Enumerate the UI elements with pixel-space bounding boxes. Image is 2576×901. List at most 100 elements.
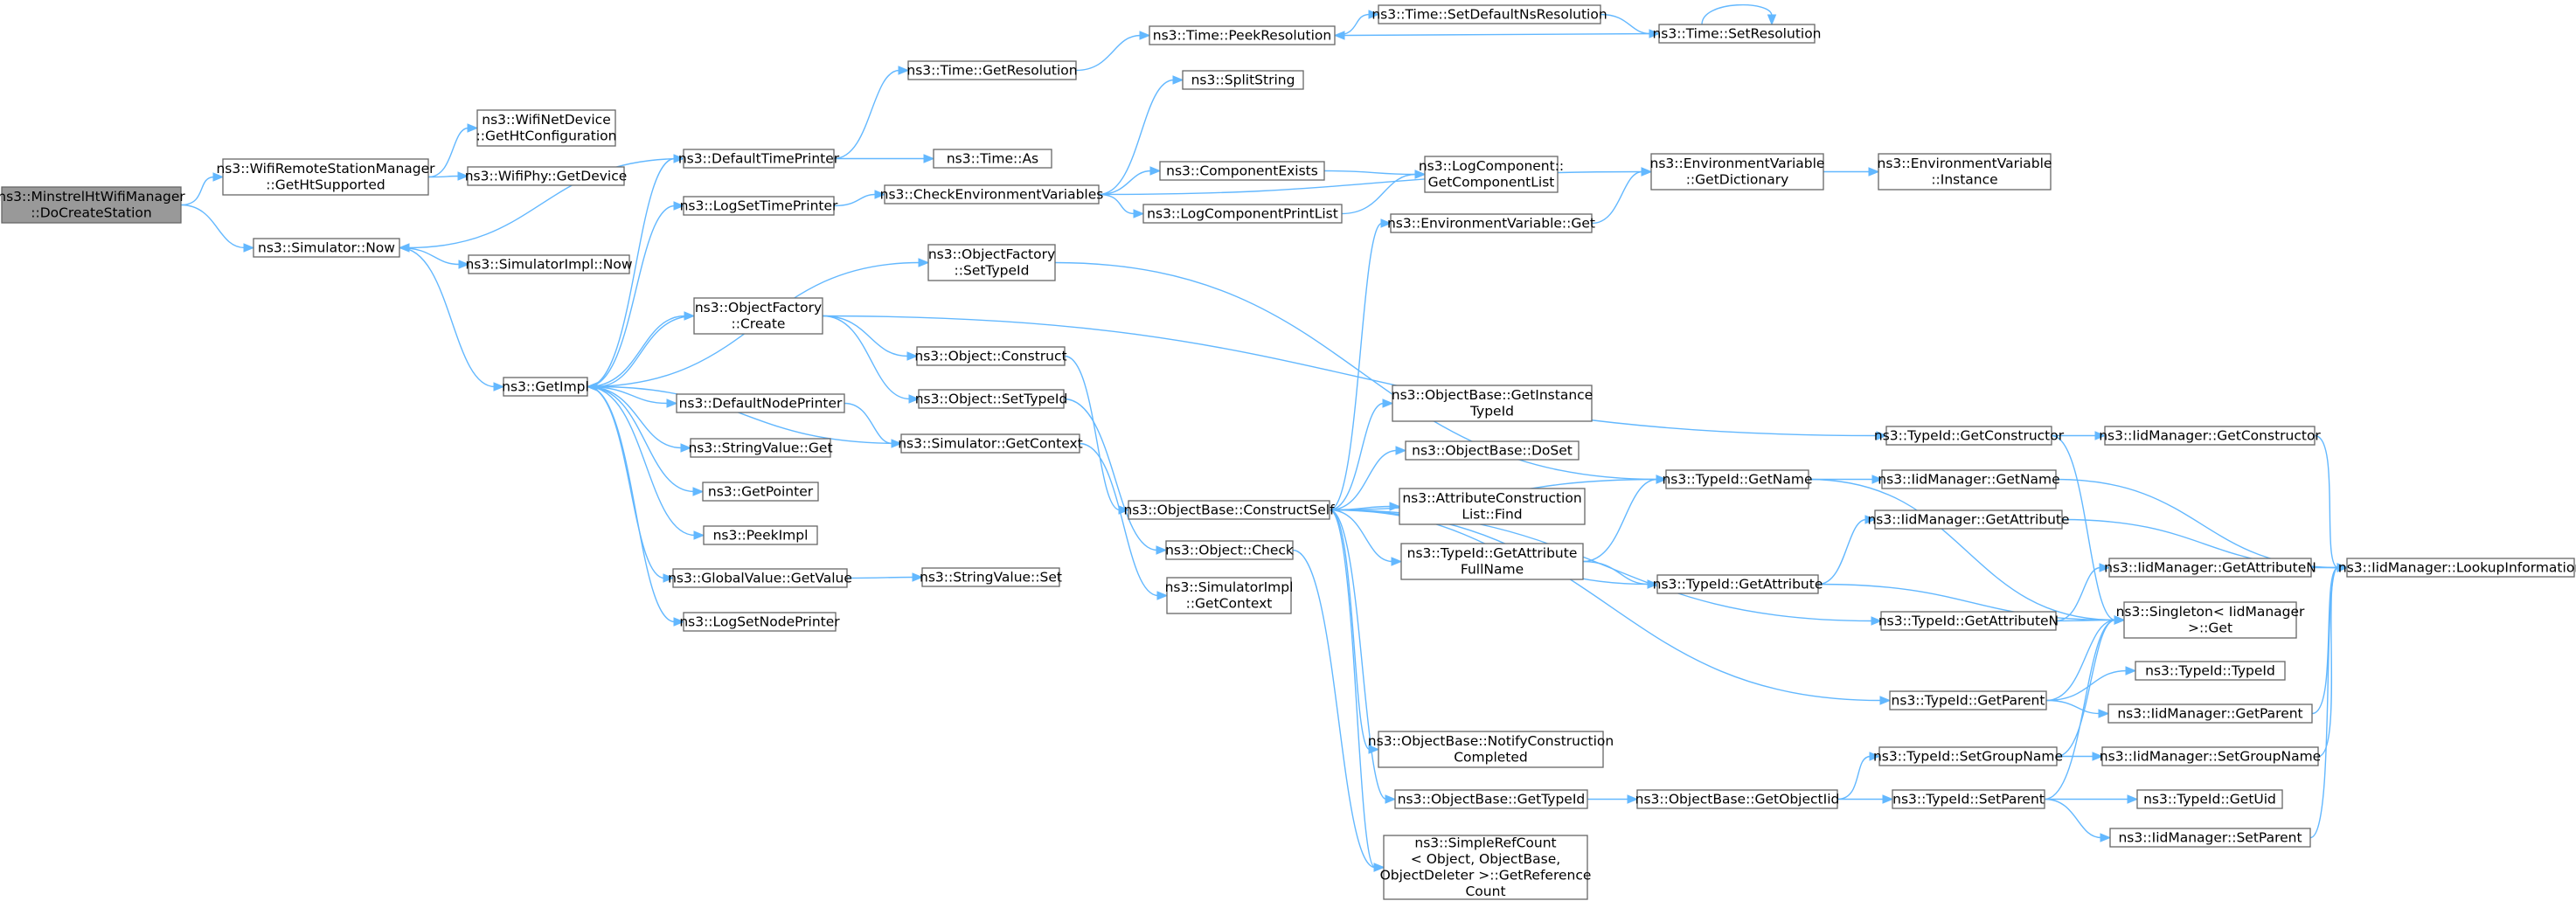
graph-node[interactable]: ns3::IidManager::LookupInformation	[2338, 558, 2576, 578]
node-box	[1892, 789, 2045, 809]
node-label: ::Create	[732, 316, 786, 332]
node-label: ns3::TypeId::GetAttribute	[1653, 576, 1823, 592]
graph-node[interactable]: ns3::ObjectBase::GetObjectIid	[1635, 789, 1840, 809]
graph-node[interactable]: ns3::SimulatorImpl::GetContext	[1165, 577, 1294, 614]
node-box	[1400, 543, 1584, 580]
node-label: ns3::ObjectBase::NotifyConstruction	[1368, 733, 1614, 749]
edge-arrowhead	[923, 154, 935, 163]
graph-node[interactable]: ns3::GetImpl	[502, 377, 589, 397]
graph-node[interactable]: ns3::StringValue::Get	[688, 438, 833, 458]
graph-node[interactable]: ns3::DefaultTimePrinter	[678, 149, 840, 169]
edge-connector	[2055, 619, 2116, 622]
graph-node[interactable]: ns3::IidManager::GetAttribute	[1867, 509, 2070, 530]
graph-node[interactable]: ns3::LogSetTimePrinter	[680, 196, 838, 216]
node-label: ns3::CheckEnvironmentVariables	[880, 186, 1104, 202]
graph-node[interactable]: ns3::GlobalValue::GetValue	[668, 568, 852, 588]
node-label: ns3::PeekImpl	[713, 527, 809, 543]
graph-node[interactable]: ns3::SplitString	[1182, 70, 1304, 90]
graph-node[interactable]: ns3::WifiRemoteStationManager::GetHtSupp…	[216, 158, 435, 196]
graph-node[interactable]: ns3::IidManager::GetConstructor	[2099, 426, 2321, 446]
graph-node[interactable]: ns3::EnvironmentVariable::Instance	[1878, 153, 2052, 191]
graph-node[interactable]: ns3::TypeId::GetAttributeN	[1878, 611, 2059, 631]
graph-node[interactable]: ns3::IidManager::SetGroupName	[2100, 746, 2321, 766]
graph-node[interactable]: ns3::LogComponent::GetComponentList	[1419, 156, 1564, 193]
graph-node[interactable]: ns3::ComponentExists	[1159, 161, 1325, 181]
edge-connector	[1329, 402, 1385, 511]
graph-node[interactable]: ns3::Singleton< IidManager >::Get	[2116, 601, 2305, 639]
edge-arrowhead	[1149, 166, 1162, 176]
graph-node[interactable]: ns3::WifiPhy::GetDevice	[465, 166, 628, 186]
graph-node[interactable]: ns3::Time::SetDefaultNsResolution	[1371, 4, 1607, 24]
node-label: ns3::EnvironmentVariable	[1650, 156, 1825, 171]
node-label: ns3::LogComponentPrintList	[1147, 205, 1338, 221]
graph-node[interactable]: ns3::CheckEnvironmentVariables	[880, 184, 1104, 204]
graph-node[interactable]: ns3::PeekImpl	[703, 525, 818, 545]
node-box	[2135, 661, 2286, 681]
node-label: ns3::TypeId::TypeId	[2145, 662, 2275, 678]
graph-node[interactable]: ns3::WifiNetDevice::GetHtConfiguration	[476, 109, 617, 147]
edge-connector	[587, 385, 695, 493]
edge-connector	[2314, 434, 2339, 569]
edge-connector	[180, 176, 215, 206]
graph-node[interactable]: ns3::ObjectFactory::SetTypeId	[927, 244, 1056, 281]
graph-node[interactable]: ns3::ObjectBase::DoSet	[1405, 440, 1580, 461]
graph-node[interactable]: ns3::IidManager::GetName	[1878, 469, 2060, 489]
graph-node[interactable]: ns3::GetPointer	[702, 482, 819, 502]
edge-arrowhead	[1385, 794, 1397, 804]
graph-node[interactable]: ns3::ObjectBase::GetTypeId	[1394, 789, 1588, 809]
node-box	[1656, 574, 1819, 594]
graph-node[interactable]: ns3::TypeId::GetParent	[1889, 690, 2047, 710]
graph-node[interactable]: ns3::TypeId::SetParent	[1892, 789, 2045, 809]
graph-node[interactable]: ns3::ObjectBase::ConstructSelf	[1123, 500, 1335, 520]
graph-node[interactable]: ns3::Simulator::Now	[253, 238, 400, 258]
graph-node[interactable]: ns3::TypeId::GetName	[1662, 469, 1813, 489]
graph-node[interactable]: ns3::IidManager::GetAttributeN	[2104, 558, 2316, 578]
graph-node[interactable]: ns3::IidManager::SetParent	[2109, 828, 2311, 848]
node-label: ns3::GlobalValue::GetValue	[668, 570, 852, 586]
graph-node[interactable]: ns3::Time::As	[933, 149, 1052, 169]
graph-node[interactable]: ns3::LogComponentPrintList	[1142, 204, 1343, 224]
graph-node[interactable]: ns3::TypeId::TypeId	[2135, 661, 2286, 681]
graph-node[interactable]: ns3::Simulator::GetContext	[898, 433, 1083, 454]
edge-connector	[822, 315, 911, 400]
edge-connector	[1079, 442, 1159, 597]
edge-arrowhead	[1864, 515, 1877, 524]
graph-node[interactable]: ns3::DefaultNodePrinter	[676, 393, 845, 413]
graph-node[interactable]: ns3::TypeId::GetAttribute	[1653, 574, 1823, 594]
graph-node[interactable]: ns3::SimpleRefCount< Object, ObjectBase,…	[1380, 835, 1592, 900]
node-box	[907, 60, 1077, 80]
node-box	[1128, 500, 1330, 520]
graph-node[interactable]: ns3::Object::SetTypeId	[915, 389, 1068, 409]
graph-node[interactable]: ns3::Time::PeekResolution	[1149, 25, 1336, 45]
graph-node[interactable]: ns3::ObjectFactory::Create	[693, 297, 823, 335]
graph-node[interactable]: ns3::EnvironmentVariable::GetDictionary	[1650, 153, 1825, 191]
node-label: ns3::ObjectBase::ConstructSelf	[1123, 502, 1335, 517]
node-label: ns3::StringValue::Set	[920, 569, 1062, 585]
graph-node[interactable]: ns3::ObjectBase::NotifyConstructionCompl…	[1368, 731, 1614, 768]
node-label: ns3::WifiRemoteStationManager	[216, 161, 435, 177]
graph-node[interactable]: ns3::IidManager::GetParent	[2107, 703, 2313, 724]
graph-node[interactable]: ns3::StringValue::Set	[920, 567, 1062, 587]
edge-arrowhead	[2099, 563, 2111, 572]
edge-arrowhead	[1627, 794, 1639, 804]
graph-node[interactable]: ns3::TypeId::GetConstructor	[1874, 426, 2065, 446]
edge-connector	[1329, 449, 1398, 511]
graph-node[interactable]: ns3::EnvironmentVariable::Get	[1387, 213, 1595, 233]
graph-node[interactable]: ns3::TypeId::SetGroupName	[1873, 746, 2063, 766]
graph-node[interactable]: ns3::TypeId::GetUid	[2136, 789, 2283, 809]
edge-arrowhead	[1380, 218, 1392, 228]
edge-connector	[2055, 566, 2101, 622]
node-label: ns3::LogSetTimePrinter	[680, 198, 838, 213]
graph-node[interactable]: ns3::Object::Construct	[914, 346, 1067, 366]
graph-node[interactable]: ns3::Time::SetResolution	[1652, 24, 1822, 44]
node-label: ns3::TypeId::SetGroupName	[1873, 748, 2063, 764]
graph-node[interactable]: ns3::SimulatorImpl::Now	[465, 254, 633, 274]
graph-node[interactable]: ns3::Object::Check	[1165, 540, 1294, 560]
node-box	[2101, 746, 2319, 766]
graph-node[interactable]: ns3::Time::GetResolution	[906, 60, 1078, 80]
node-label: ns3::IidManager::SetGroupName	[2100, 748, 2321, 764]
graph-node[interactable]: ns3::LogSetNodePrinter	[679, 612, 840, 632]
